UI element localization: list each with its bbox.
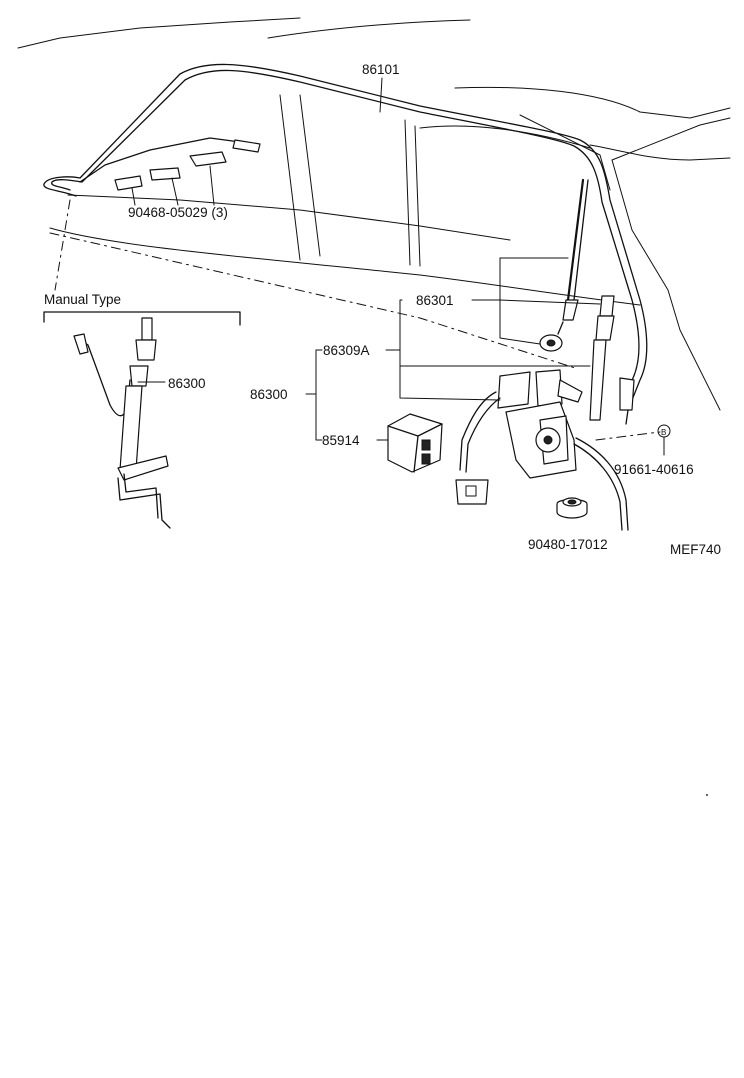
label-85914: 85914 [322, 433, 360, 448]
label-86101: 86101 [362, 62, 400, 77]
vehicle-body-outline [17, 17, 731, 411]
grommet-90480 [556, 497, 588, 519]
cable-clamps-90468 [79, 137, 261, 206]
label-86300-power: 86300 [250, 387, 288, 402]
leader-dashed-lines [49, 199, 661, 441]
label-86301: 86301 [416, 293, 454, 308]
pole-sub-assembly-86301 [539, 178, 615, 421]
label-86300-manual: 86300 [168, 376, 206, 391]
speck [706, 794, 708, 796]
label-91661-40616: 91661-40616 [614, 462, 694, 477]
relay-85914 [387, 413, 443, 473]
figure-code: MEF740 [670, 542, 721, 557]
motor-assembly-86309A [455, 369, 629, 531]
antenna-cable-86101 [43, 63, 648, 425]
manual-type-antenna [43, 311, 241, 529]
screw-marker-label: B [661, 428, 666, 437]
label-leader-lines [137, 77, 671, 456]
label-manual-type: Manual Type [44, 292, 121, 307]
label-90468-05029: 90468-05029 (3) [128, 205, 228, 220]
label-90480-17012: 90480-17012 [528, 537, 608, 552]
label-86309A: 86309A [323, 343, 370, 358]
